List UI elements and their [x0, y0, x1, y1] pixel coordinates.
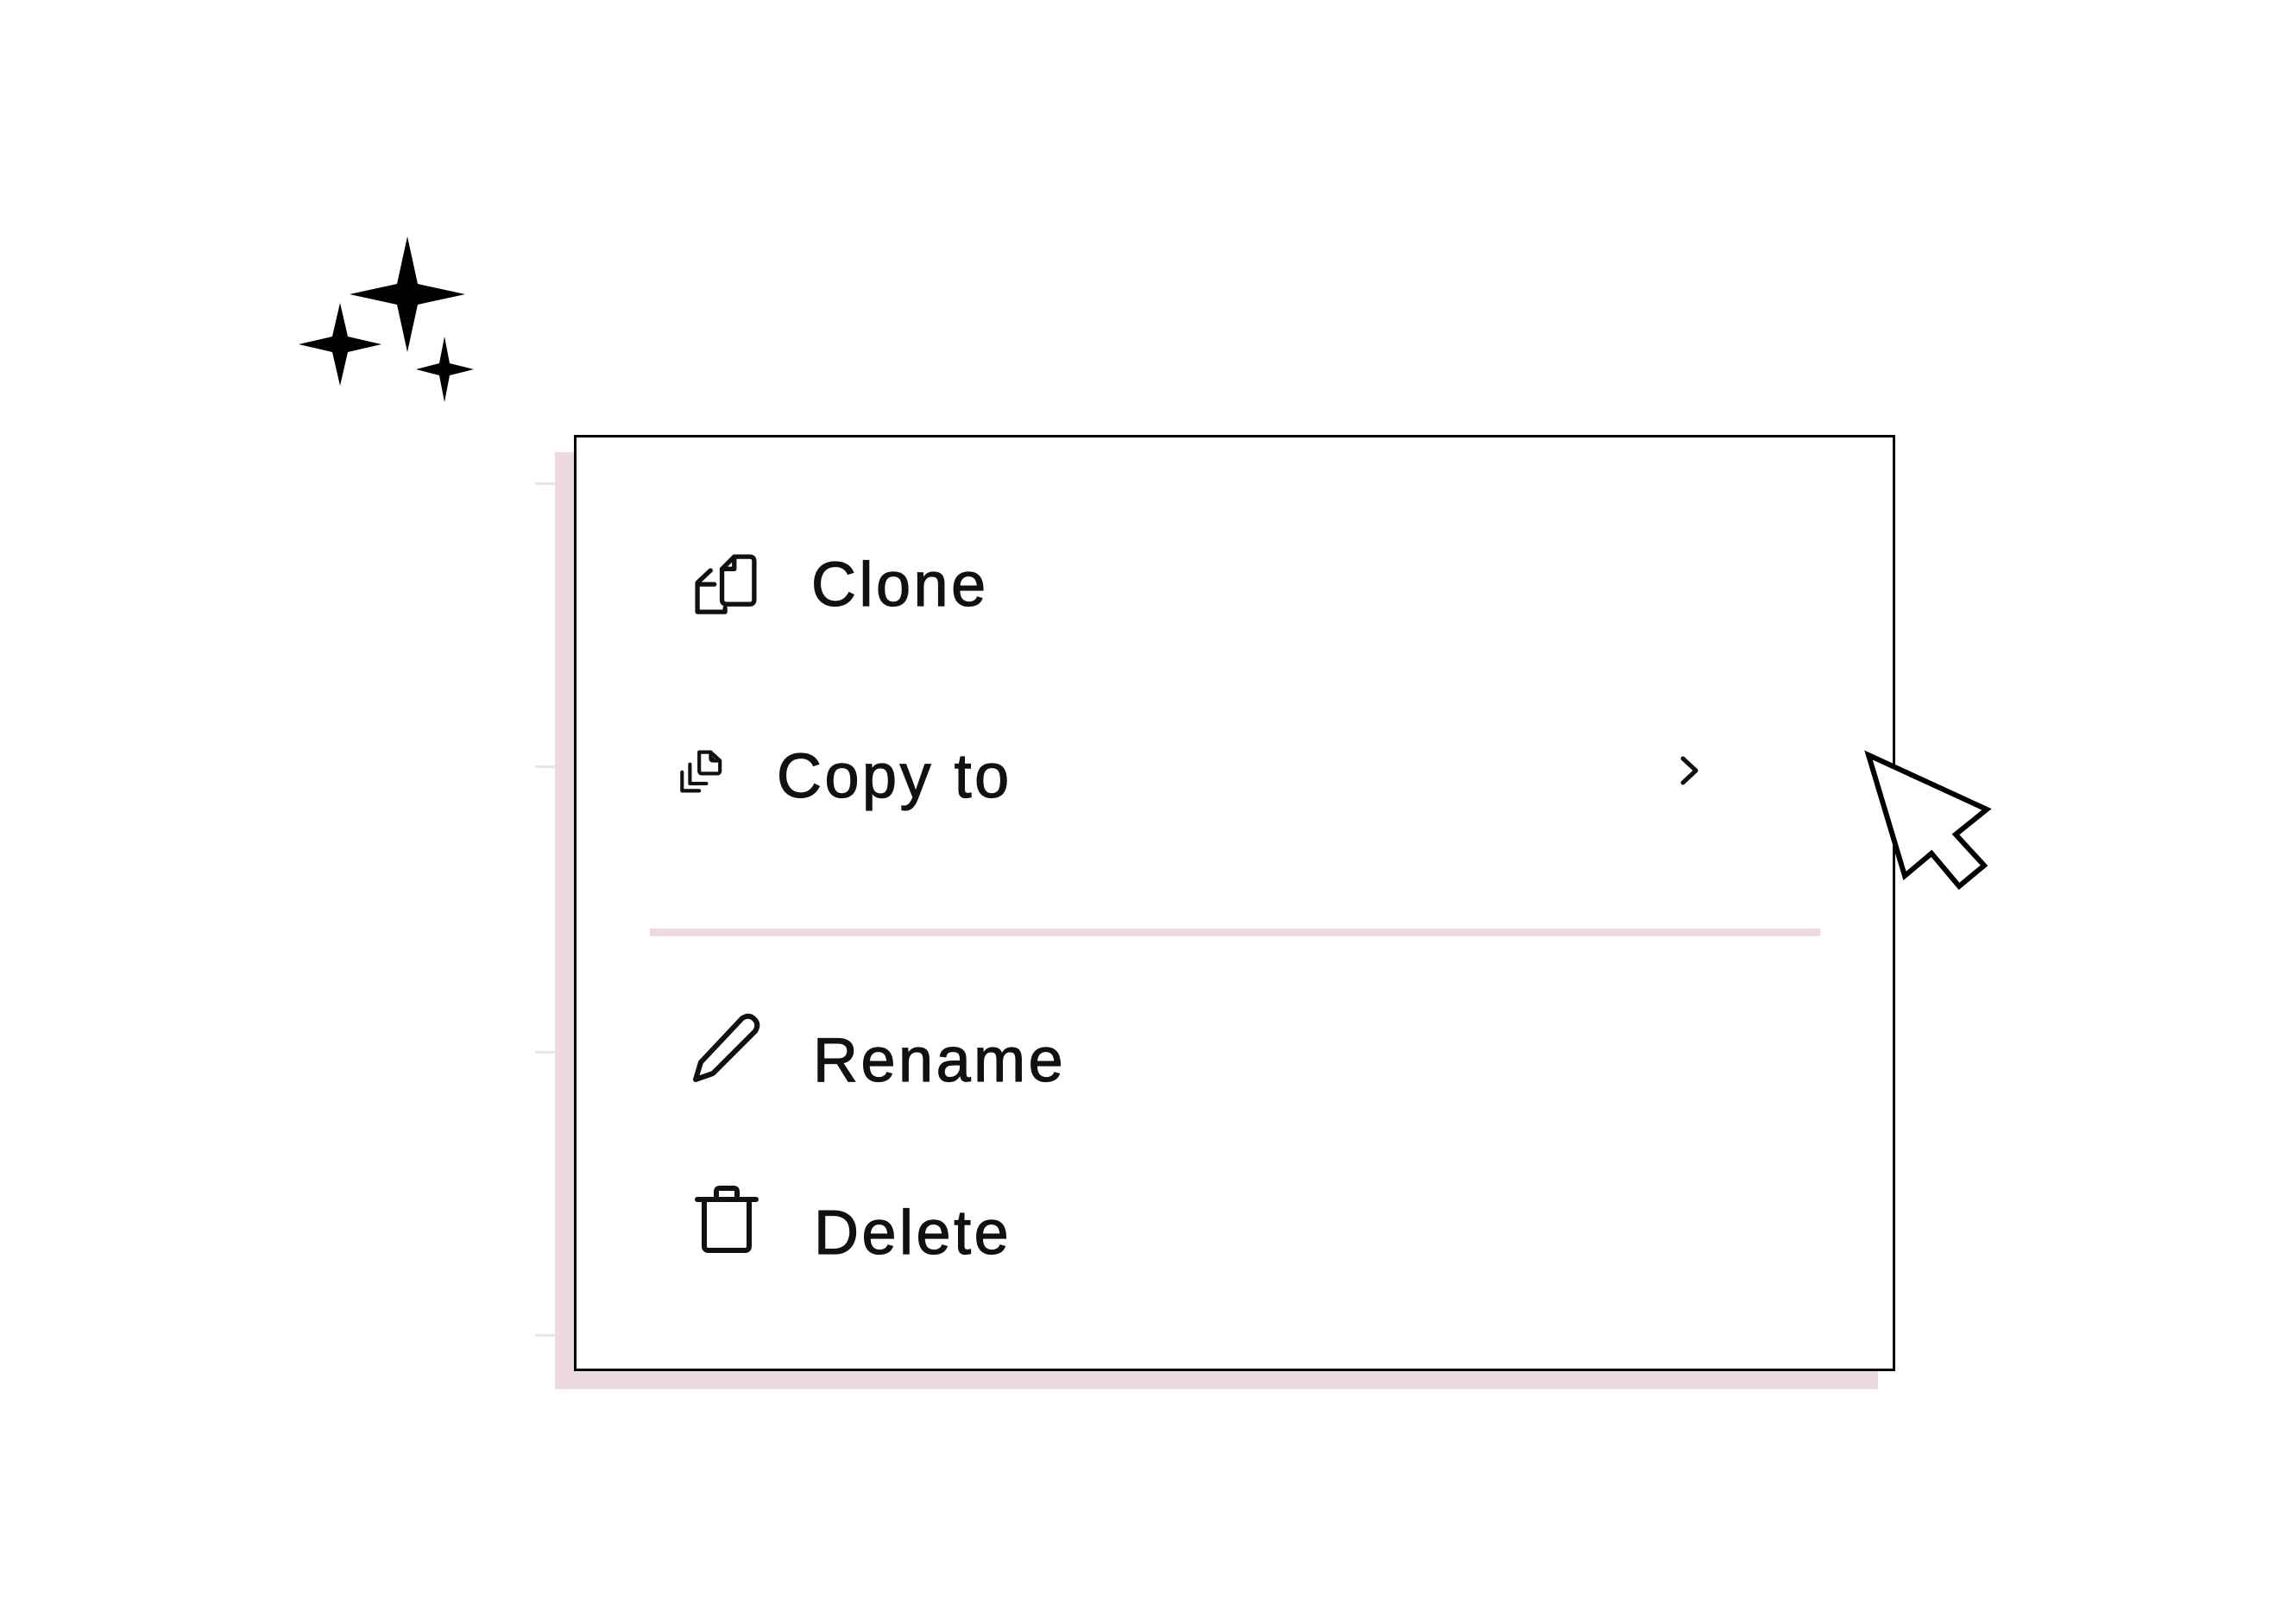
- menu-item-delete[interactable]: Delete: [577, 1173, 1893, 1268]
- menu-divider: [650, 928, 1820, 936]
- guide-tick: [535, 765, 556, 768]
- guide-tick: [535, 482, 556, 485]
- clone-icon: [695, 554, 757, 614]
- sparkles-icon: [299, 236, 474, 402]
- menu-item-rename[interactable]: Rename: [577, 1000, 1893, 1095]
- guide-tick: [535, 1334, 556, 1337]
- copy-to-icon: [680, 750, 722, 793]
- pencil-icon: [693, 1013, 760, 1082]
- menu-item-label: Clone: [810, 551, 989, 620]
- trash-icon: [695, 1186, 759, 1253]
- chevron-right-icon: [1680, 756, 1698, 785]
- menu-item-copy-to[interactable]: Copy to: [577, 701, 1893, 809]
- guide-tick: [535, 1051, 556, 1054]
- menu-item-clone[interactable]: Clone: [577, 519, 1893, 620]
- menu-item-label: Copy to: [776, 742, 1012, 811]
- mouse-pointer-icon: [1864, 750, 1992, 891]
- menu-item-label: Rename: [812, 1026, 1067, 1095]
- menu-item-label: Delete: [813, 1199, 1012, 1268]
- context-menu: Clone Copy to Rename: [574, 435, 1895, 1371]
